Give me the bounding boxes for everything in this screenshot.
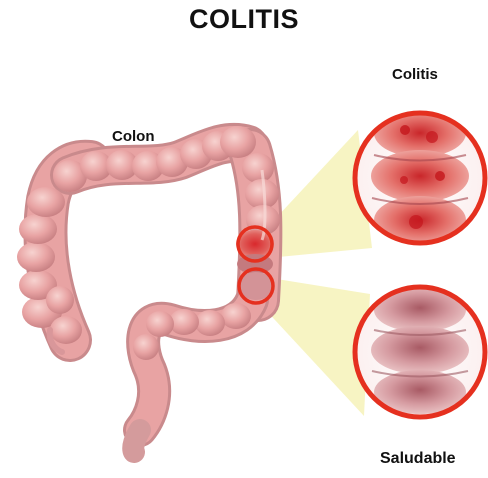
healthy-label: Saludable — [380, 450, 456, 468]
healthy-zoom-view — [355, 287, 485, 417]
colitis-label: Colitis — [392, 66, 438, 83]
colon-label: Colon — [112, 128, 155, 145]
diagram-title: COLITIS — [0, 4, 488, 35]
colitis-zoom-view — [355, 109, 485, 244]
